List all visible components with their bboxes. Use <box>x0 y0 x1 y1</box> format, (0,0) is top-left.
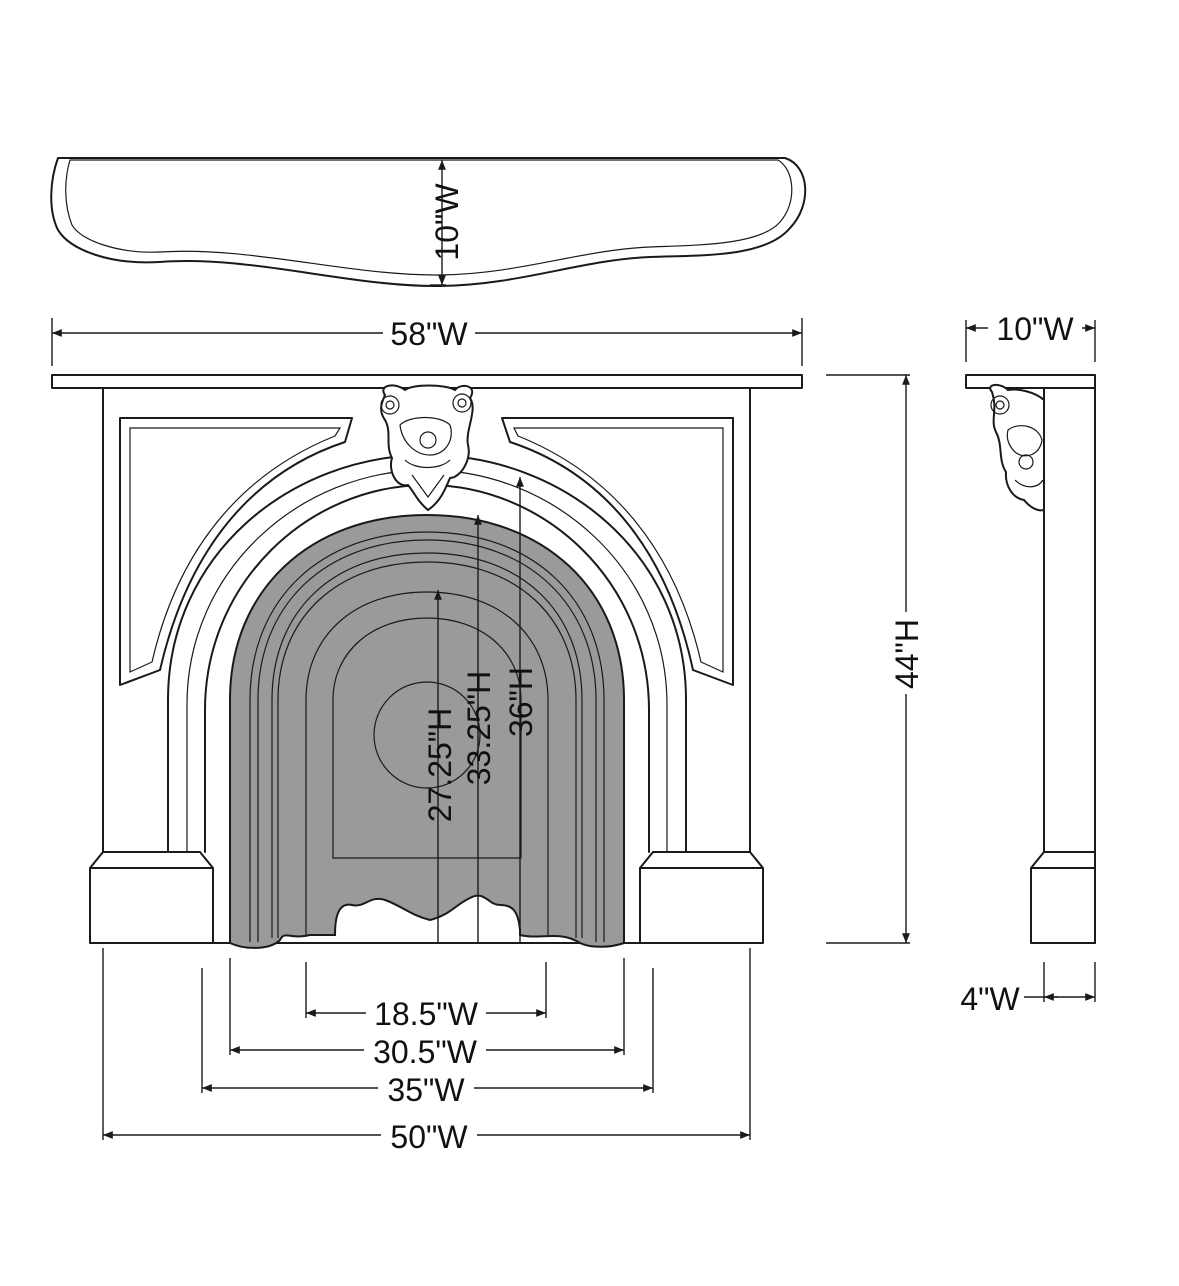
right-spandrel-panel <box>501 417 734 686</box>
dim-30-5w-label: 30.5"W <box>373 1034 478 1070</box>
dimension-30-5w: 30.5"W <box>229 958 625 1070</box>
dim-44h-label: 44"H <box>889 619 925 689</box>
dim-33-25h-label: 33.25"H <box>461 671 497 786</box>
dimension-58w: 58"W <box>51 315 803 366</box>
dimension-36h: 36"H <box>503 477 539 944</box>
dim-36h-label: 36"H <box>503 667 539 737</box>
side-dim-10w-label: 10"W <box>996 311 1074 347</box>
dim-18-5w-label: 18.5"W <box>374 996 479 1032</box>
dim-35w-label: 35"W <box>387 1072 465 1108</box>
left-plinth <box>89 851 214 944</box>
side-dimension-10w: 10"W <box>965 310 1096 362</box>
front-view: 58"W <box>51 315 925 1155</box>
cast-iron-firebox-insert <box>229 513 625 949</box>
dimension-27-25h: 27.25"H <box>422 590 458 944</box>
side-plinth <box>1030 851 1096 944</box>
dimension-44h: 44"H <box>826 374 925 944</box>
left-spandrel-panel <box>119 417 353 686</box>
right-plinth <box>639 851 764 944</box>
dimension-35w: 35"W <box>201 968 654 1108</box>
dim-50w-label: 50"W <box>390 1119 468 1155</box>
side-body <box>1043 387 1096 944</box>
side-view: 10"W 4"W <box>960 310 1096 1017</box>
dim-27-25h-label: 27.25"H <box>422 708 458 823</box>
carved-corbel-ornament <box>380 384 474 512</box>
mantel-body-outline <box>102 387 751 853</box>
dim-58w-label: 58"W <box>390 316 468 352</box>
side-dim-4w-label: 4"W <box>960 981 1020 1017</box>
top-view-shelf-plan: 10"W <box>50 157 807 288</box>
side-corbel-ornament <box>989 384 1045 512</box>
dimension-18-5w: 18.5"W <box>305 962 547 1032</box>
dimension-33-25h: 33.25"H <box>461 515 497 944</box>
side-dimension-4w: 4"W <box>960 962 1096 1017</box>
side-shelf <box>965 374 1096 389</box>
dimension-50w: 50"W <box>102 948 751 1155</box>
top-view-depth-label: 10"W <box>429 183 465 261</box>
